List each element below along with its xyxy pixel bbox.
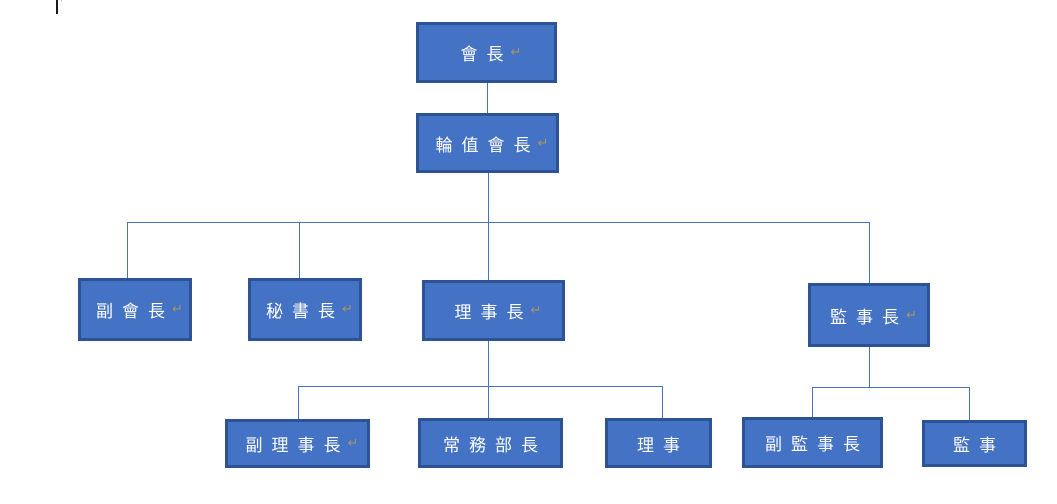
connector-line (127, 222, 870, 223)
connector-line (299, 222, 300, 278)
connector-line (298, 386, 663, 387)
org-node-executive-department-head[interactable]: 常務部長 (418, 418, 563, 468)
org-node-label: 監事 (953, 436, 1005, 456)
org-node-label: 理事長 (454, 303, 533, 323)
return-mark-icon: ↵ (342, 302, 353, 317)
return-mark-icon: ↵ (906, 307, 917, 323)
org-node-label: 副會長 (96, 302, 175, 322)
connector-line (812, 387, 970, 388)
org-node-rotating-president[interactable]: 輪值會長↵ (416, 113, 559, 173)
return-mark-icon: ↵ (530, 303, 542, 318)
org-node-label: 秘書長 (266, 302, 345, 322)
org-node-vice-chairman-of-directors[interactable]: 副理事長↵ (225, 419, 370, 468)
org-node-chairman-of-directors[interactable]: 理事長↵ (422, 280, 565, 341)
connector-line (487, 83, 488, 113)
org-node-label: 副理事長 (245, 436, 350, 456)
org-node-chief-supervisor[interactable]: 監事長↵ (808, 283, 930, 347)
org-node-label: 理事 (637, 435, 689, 456)
formatting-mark: ˈ (60, 0, 63, 9)
connector-line (127, 222, 128, 278)
connector-line (488, 173, 489, 222)
org-node-supervisor[interactable]: 監事 (922, 420, 1027, 467)
org-node-vice-president[interactable]: 副會長↵ (78, 278, 192, 341)
connector-line (488, 341, 489, 386)
org-node-label: 副監事長 (765, 435, 869, 455)
connector-line (298, 386, 299, 419)
connector-line (662, 386, 663, 418)
return-mark-icon: ↵ (537, 135, 549, 151)
connector-line (969, 387, 970, 420)
org-node-label: 輪值會長 (435, 135, 540, 156)
org-node-director[interactable]: 理事 (605, 418, 712, 468)
org-node-label: 會長 (460, 45, 513, 65)
connector-line (869, 347, 870, 387)
connector-line (488, 222, 489, 280)
org-node-secretary-general[interactable]: 秘書長↵ (248, 278, 362, 341)
org-node-vice-chief-supervisor[interactable]: 副監事長 (742, 417, 883, 468)
connector-line (812, 387, 813, 417)
return-mark-icon: ↵ (172, 302, 183, 317)
org-node-president[interactable]: 會長↵ (416, 22, 557, 83)
text-cursor[interactable] (56, 0, 58, 14)
connector-line (869, 222, 870, 283)
return-mark-icon: ↵ (347, 436, 359, 451)
org-node-label: 監事長 (830, 307, 909, 328)
return-mark-icon: ↵ (510, 45, 522, 60)
connector-line (488, 386, 489, 418)
org-node-label: 常務部長 (443, 435, 547, 456)
